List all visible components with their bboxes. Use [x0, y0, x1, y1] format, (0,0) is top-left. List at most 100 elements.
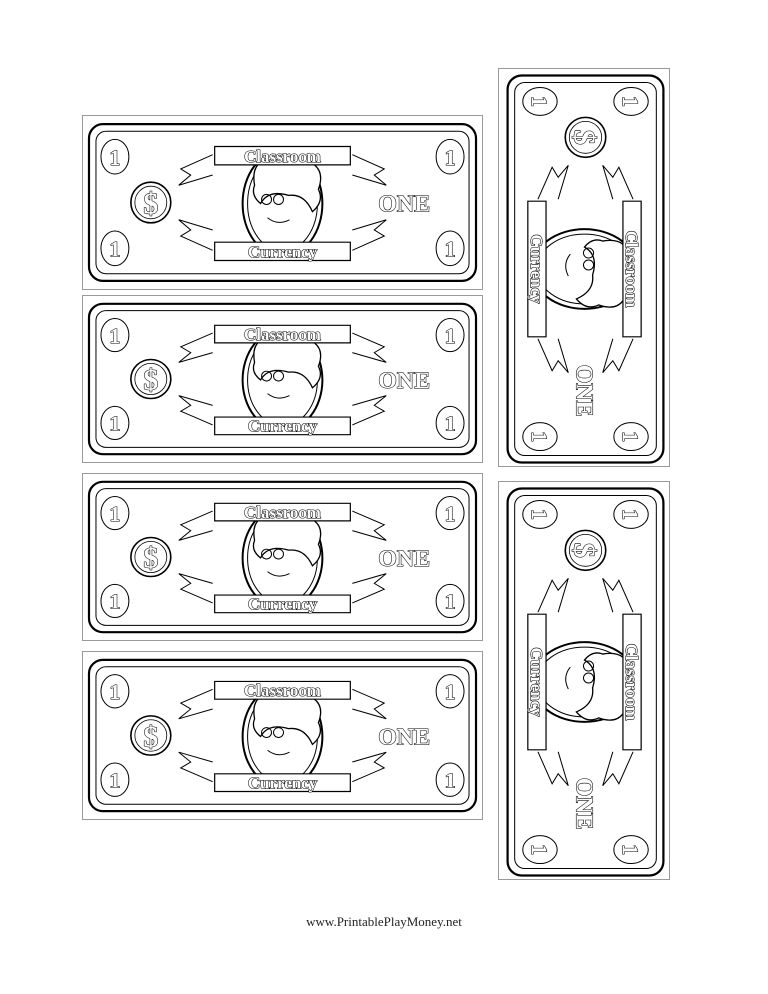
svg-text:$: $	[143, 365, 158, 397]
svg-text:1: 1	[445, 680, 456, 704]
bill-artwork: 1 1 1 1 $	[87, 658, 478, 813]
denomination-word: ONE	[378, 190, 430, 217]
svg-text:$: $	[567, 542, 601, 557]
svg-text:Currency: Currency	[248, 242, 318, 261]
dollar-coin-icon: $	[130, 536, 172, 578]
corner-numeral-bottom-right: 1	[435, 230, 465, 267]
footer-url: www.PrintablePlayMoney.net	[306, 914, 462, 929]
play-money-bill-2: 1 1 1 1 $	[82, 295, 483, 463]
svg-text:1: 1	[526, 431, 551, 442]
corner-numeral-top-right: 1	[435, 138, 465, 175]
svg-text:Classroom: Classroom	[244, 147, 321, 166]
dollar-coin-icon: $	[130, 358, 172, 400]
corner-numeral-bottom-right: 1	[435, 762, 465, 797]
svg-text:$: $	[143, 543, 158, 575]
svg-text:Currency: Currency	[248, 595, 318, 614]
play-money-bill-6: 1 1 1 1 $	[498, 481, 670, 880]
dollar-coin-icon: $	[130, 181, 172, 224]
portrait-oval	[530, 227, 639, 310]
svg-text:1: 1	[445, 236, 456, 261]
corner-numeral-top-right: 1	[435, 317, 465, 353]
top-banner: Classroom	[621, 200, 642, 337]
corner-numeral-top-left: 1	[612, 499, 649, 529]
svg-text:Currency: Currency	[248, 417, 318, 436]
ribbon-arms	[178, 510, 387, 604]
corner-numeral-bottom-left: 1	[521, 499, 558, 529]
corner-numeral-top-left: 1	[100, 138, 130, 175]
corner-numeral-bottom-left: 1	[100, 762, 130, 797]
svg-text:Currency: Currency	[526, 234, 545, 304]
corner-numeral-top-right: 1	[435, 674, 465, 709]
play-money-bill-1: 1 1 1 1 $	[82, 115, 483, 290]
top-banner: Classroom	[621, 613, 642, 750]
svg-text:1: 1	[109, 412, 120, 436]
svg-text:1: 1	[526, 508, 551, 519]
svg-text:1: 1	[109, 236, 120, 261]
play-money-bill-5: 1 1 1 1 $	[498, 68, 670, 467]
bottom-banner: Currency	[214, 416, 351, 436]
svg-text:1: 1	[617, 508, 642, 519]
corner-numeral-top-left: 1	[100, 674, 130, 709]
corner-numeral-top-left: 1	[100, 495, 130, 531]
svg-text:1: 1	[445, 145, 456, 170]
dollar-coin-icon: $	[563, 116, 607, 158]
corner-numeral-top-right: 1	[435, 495, 465, 531]
top-banner: Classroom	[214, 145, 351, 166]
svg-text:Classroom: Classroom	[621, 643, 640, 720]
ribbon-arms	[178, 332, 387, 426]
top-banner: Classroom	[214, 503, 351, 522]
corner-numeral-bottom-left: 1	[100, 405, 130, 441]
corner-numeral-bottom-right: 1	[435, 405, 465, 441]
svg-text:Classroom: Classroom	[244, 325, 321, 344]
corner-numeral-bottom-right: 1	[521, 421, 558, 451]
svg-text:Classroom: Classroom	[621, 230, 640, 307]
svg-text:$: $	[567, 129, 601, 144]
svg-text:1: 1	[109, 680, 120, 704]
svg-text:1: 1	[617, 95, 642, 106]
bottom-banner: Currency	[214, 594, 351, 614]
svg-text:1: 1	[109, 502, 120, 526]
svg-text:Currency: Currency	[248, 774, 318, 793]
bottom-banner: Currency	[214, 241, 351, 262]
dollar-coin-icon: $	[563, 529, 607, 571]
play-money-bill-4: 1 1 1 1 $	[82, 651, 483, 820]
bottom-banner: Currency	[526, 200, 547, 337]
top-banner: Classroom	[214, 681, 351, 701]
denomination-word: ONE	[378, 368, 430, 394]
svg-text:Currency: Currency	[526, 647, 545, 717]
bill-artwork: 1 1 1 1 $	[87, 302, 478, 456]
svg-text:$: $	[143, 186, 158, 220]
bill-artwork: 1 1 1 1 $	[505, 486, 665, 877]
denomination-word: ONE	[378, 546, 430, 572]
svg-text:$: $	[143, 721, 158, 753]
svg-text:1: 1	[445, 769, 456, 793]
dollar-coin-icon: $	[130, 715, 172, 756]
corner-numeral-top-right: 1	[612, 421, 649, 451]
svg-text:1: 1	[526, 95, 551, 106]
denomination-word: ONE	[570, 777, 596, 829]
svg-text:1: 1	[617, 844, 642, 855]
svg-text:Classroom: Classroom	[244, 681, 321, 700]
svg-text:1: 1	[109, 324, 120, 348]
corner-numeral-bottom-right: 1	[435, 583, 465, 619]
denomination-word: ONE	[570, 364, 596, 416]
top-banner: Classroom	[214, 325, 351, 344]
bottom-banner: Currency	[214, 773, 351, 793]
svg-text:1: 1	[109, 145, 120, 170]
play-money-bill-3: 1 1 1 1 $	[82, 473, 483, 641]
svg-text:1: 1	[445, 502, 456, 526]
corner-numeral-top-left: 1	[612, 86, 649, 116]
corner-numeral-bottom-left: 1	[100, 583, 130, 619]
corner-numeral-bottom-right: 1	[521, 834, 558, 864]
corner-numeral-bottom-left: 1	[100, 230, 130, 267]
svg-text:1: 1	[445, 324, 456, 348]
svg-text:1: 1	[445, 590, 456, 614]
bill-artwork: 1 1 1 1 $	[87, 123, 478, 282]
svg-text:1: 1	[109, 769, 120, 793]
svg-text:Classroom: Classroom	[244, 503, 321, 522]
ribbon-arms	[178, 154, 387, 251]
bill-artwork: 1 1 1 1 $	[87, 480, 478, 634]
bottom-banner: Currency	[526, 613, 547, 750]
ribbon-arms	[178, 688, 387, 783]
bill-artwork: 1 1 1 1 $	[505, 73, 665, 464]
